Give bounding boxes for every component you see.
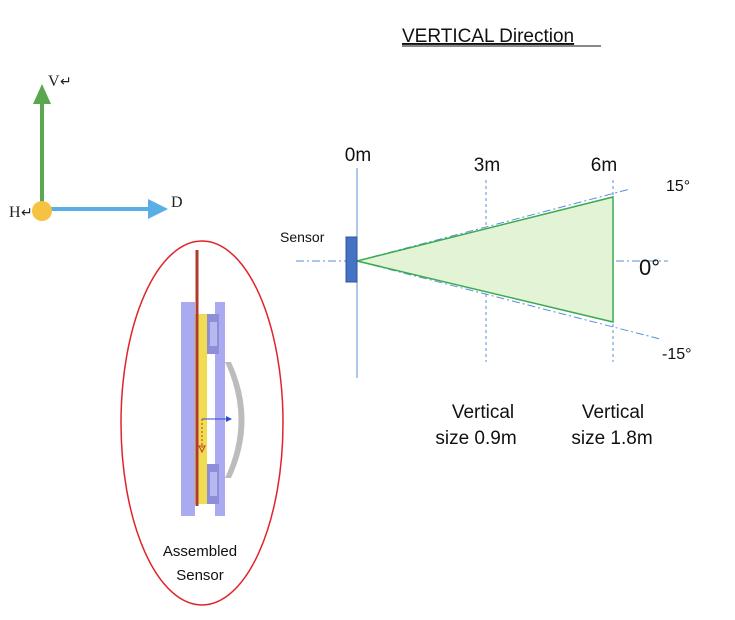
vertical-size-3m-line2: size 0.9m — [435, 428, 516, 449]
coverage-diagram: Sensor 0m 3m 6m 15° 0° -15° Vertical siz… — [280, 145, 692, 449]
d-axis-arrowhead — [148, 199, 168, 219]
h-axis-dot — [32, 201, 52, 221]
axis-orientation-icon: V ↵ H ↵ D — [9, 73, 183, 221]
back-plate — [181, 302, 195, 516]
sensor-block — [345, 236, 358, 283]
coverage-area — [356, 196, 614, 323]
assembled-sensor-ellipse — [120, 240, 284, 606]
lower-mount-inner — [210, 472, 217, 496]
distance-label-3m: 3m — [474, 155, 500, 176]
v-axis-arrowhead — [33, 84, 51, 104]
distance-label-6m: 6m — [591, 155, 617, 176]
assembled-label-line1: Assembled — [163, 543, 237, 560]
v-return-mark: ↵ — [60, 75, 72, 90]
angle-label-upper: 15° — [666, 178, 690, 195]
assembled-label-line2: Sensor — [176, 567, 224, 584]
assembled-sensor-view: Assembled Sensor — [120, 240, 284, 606]
v-axis-label: V — [48, 73, 60, 90]
angle-line-lower — [356, 260, 661, 340]
distance-label-0m: 0m — [345, 145, 371, 166]
d-axis-label: D — [171, 194, 183, 211]
angle-label-center: 0° — [639, 255, 660, 280]
upper-mount-inner — [210, 322, 217, 346]
angle-line-upper — [356, 188, 631, 262]
vertical-size-6m-line1: Vertical — [582, 402, 644, 423]
front-plate — [215, 302, 225, 516]
vertical-size-3m-line1: Vertical — [452, 402, 514, 423]
vertical-size-6m-line2: size 1.8m — [571, 428, 652, 449]
direction-arrow-v-head — [198, 445, 206, 454]
h-return-mark: ↵ — [21, 206, 33, 221]
h-axis-label: H — [9, 204, 21, 221]
angle-label-lower: -15° — [662, 346, 692, 363]
page-title: VERTICAL Direction — [402, 26, 574, 47]
sensor-lens — [225, 362, 245, 478]
sensor-label: Sensor — [280, 229, 325, 245]
